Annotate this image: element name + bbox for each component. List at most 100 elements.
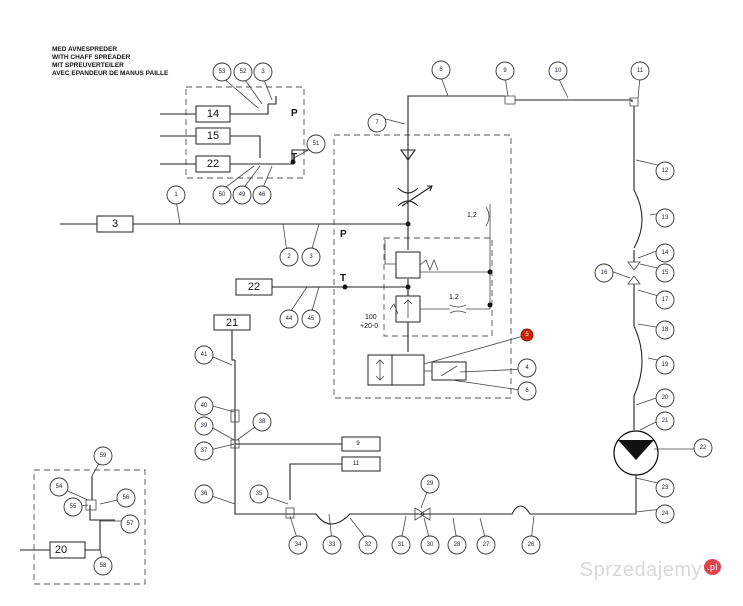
- box-3-label: 3: [112, 218, 118, 230]
- relief-arrow-lower: [403, 299, 413, 318]
- balloon-24: [655, 504, 675, 524]
- node-pilot-b: [487, 302, 493, 308]
- svg-text:29: 29: [427, 481, 434, 487]
- svg-text:27: 27: [483, 542, 490, 548]
- box-15-label: 15: [207, 130, 219, 142]
- balloon-9: [495, 61, 515, 81]
- balloon-27: [476, 535, 496, 555]
- svg-text:52: 52: [240, 69, 247, 75]
- svg-text:24: 24: [662, 511, 669, 517]
- balloon-13: [655, 208, 675, 228]
- bottom-left-manifold-frame: [33, 469, 146, 585]
- svg-text:13: 13: [662, 215, 669, 221]
- svg-text:54: 54: [56, 484, 63, 490]
- fitting-9: [504, 95, 516, 105]
- line-22a: [160, 149, 310, 165]
- pressure-label-a: 100: [365, 314, 377, 321]
- header-line-3: MIT SPREUVERTEILER: [52, 62, 124, 69]
- svg-text:15: 15: [662, 270, 669, 276]
- balloon-26: [521, 535, 541, 555]
- svg-text:7: 7: [375, 120, 379, 126]
- svg-text:12: 12: [662, 168, 669, 174]
- balloon-50: [212, 185, 232, 205]
- svg-text:23: 23: [662, 485, 669, 491]
- svg-text:51: 51: [313, 141, 320, 147]
- balloon-35: [249, 484, 269, 504]
- box-22b-label: 22: [248, 281, 260, 293]
- box-11: [341, 456, 381, 472]
- watermark-brand: Sprzedajemy: [579, 559, 702, 581]
- balloon-2: [279, 247, 299, 267]
- fitting-34: [285, 507, 295, 519]
- balloon-37: [194, 441, 214, 461]
- balloon-3b: [301, 247, 321, 267]
- pipe-right-mid: [633, 250, 643, 430]
- svg-text:11: 11: [637, 68, 644, 74]
- svg-text:53: 53: [219, 69, 226, 75]
- port-t-main: T: [340, 273, 346, 284]
- balloon-38: [252, 412, 272, 432]
- balloon-32: [358, 535, 378, 555]
- balloon-56: [116, 488, 136, 508]
- node-t-top: [290, 159, 296, 165]
- check-valve-30: [414, 507, 431, 521]
- balloon-36: [194, 484, 214, 504]
- balloon-57: [120, 514, 140, 534]
- watermark: Sprzedajemy.pl: [580, 559, 721, 582]
- svg-text:45: 45: [308, 316, 315, 322]
- box-22b: [235, 278, 273, 296]
- svg-text:31: 31: [398, 542, 405, 548]
- box-3: [96, 215, 134, 233]
- check-14-16: [627, 261, 641, 285]
- balloon-41: [194, 345, 214, 365]
- balloon-49: [232, 185, 252, 205]
- line-21: [231, 330, 235, 361]
- balloon-51: [306, 134, 326, 154]
- balloon-6: [517, 381, 537, 401]
- svg-text:59: 59: [100, 453, 107, 459]
- fitting-40: [230, 409, 240, 423]
- balloon-34: [288, 535, 308, 555]
- line-14: [160, 96, 277, 115]
- svg-text:39: 39: [201, 423, 208, 429]
- pipe-bottom-right: [460, 475, 637, 515]
- balloon-58: [93, 556, 113, 576]
- box-14-label: 14: [207, 108, 219, 120]
- header-line-4: AVEC EPANDEUR DE MANUS PAILLE: [52, 70, 169, 77]
- svg-text:50: 50: [219, 192, 226, 198]
- svg-text:38: 38: [259, 419, 266, 425]
- header-line-1: MED AVNESPREDER: [52, 46, 118, 53]
- dir-valve-center: [391, 354, 425, 386]
- box-14: [195, 105, 231, 123]
- pipe-bottom-left: [234, 360, 460, 525]
- node-pilot-a: [487, 269, 493, 275]
- svg-text:33: 33: [329, 542, 336, 548]
- svg-text:18: 18: [662, 327, 669, 333]
- svg-text:3: 3: [261, 69, 265, 75]
- balloon-44: [279, 309, 299, 329]
- balloon-39: [194, 416, 214, 436]
- svg-text:20: 20: [662, 395, 669, 401]
- balloon-18: [655, 320, 675, 340]
- svg-text:3: 3: [309, 254, 313, 260]
- box-21-label: 21: [226, 317, 238, 329]
- balloon-17: [655, 290, 675, 310]
- balloon-59: [93, 446, 113, 466]
- balloon-10: [548, 61, 568, 81]
- spring-lower: [389, 303, 399, 315]
- balloon-55: [63, 497, 83, 517]
- svg-text:19: 19: [662, 362, 669, 368]
- line-20: [20, 505, 115, 551]
- balloon-15: [655, 263, 675, 283]
- box-22a-label: 22: [207, 158, 219, 170]
- svg-text:4: 4: [525, 365, 529, 371]
- box-9-label: 9: [356, 441, 360, 447]
- balloon-16: [594, 263, 614, 283]
- port-t-top: T: [291, 152, 297, 163]
- watermark-tld: .pl: [703, 559, 721, 575]
- balloon-33: [322, 535, 342, 555]
- svg-text:58: 58: [100, 563, 107, 569]
- svg-text:30: 30: [427, 542, 434, 548]
- svg-text:14: 14: [662, 250, 669, 256]
